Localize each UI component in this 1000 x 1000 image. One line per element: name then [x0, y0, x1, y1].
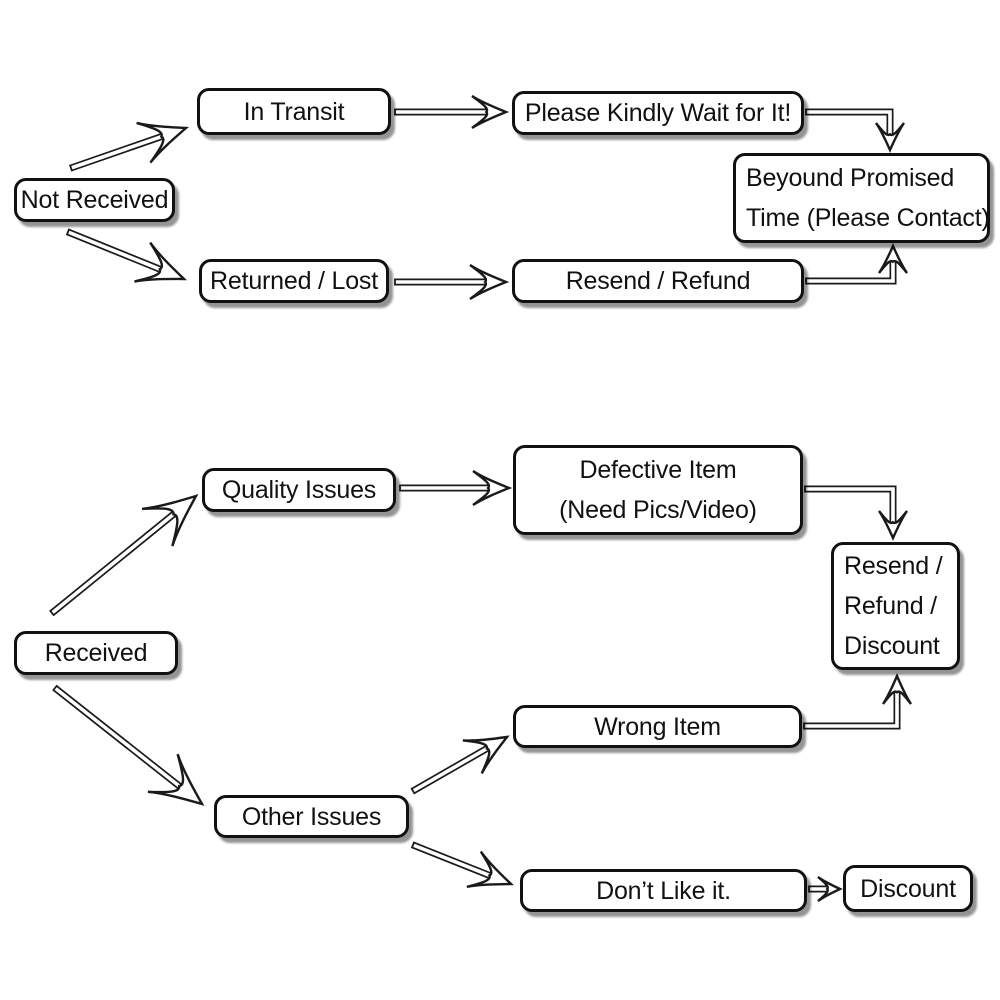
node-defective-item: Defective Item (Need Pics/Video)	[513, 445, 803, 535]
arrow-received-to-other-issues	[52, 684, 205, 806]
arrowhead-icon	[875, 122, 905, 153]
node-label: Quality Issues	[221, 476, 377, 504]
arrowhead-icon	[141, 494, 199, 547]
arrow-quality-issues-to-defective-item	[399, 469, 513, 507]
node-label: (Need Pics/Video)	[559, 496, 757, 524]
arrowhead-icon	[136, 121, 190, 164]
arrow-not-received-to-returned-lost	[65, 228, 187, 283]
node-label: Please Kindly Wait for It!	[524, 99, 792, 127]
arrowhead-icon	[134, 241, 187, 283]
arrow-dont-like-to-discount	[808, 876, 843, 902]
node-resend-refund: Resend / Refund	[512, 259, 804, 303]
node-resend-refund-discount: Resend / Refund / Discount	[831, 542, 960, 670]
arrow-received-to-quality-issues	[49, 494, 199, 617]
arrowhead-icon	[462, 735, 510, 774]
node-label: Resend /	[844, 552, 943, 580]
node-returned-lost: Returned / Lost	[199, 259, 389, 303]
node-label: Discount	[860, 874, 956, 903]
node-please-kindly-wait: Please Kindly Wait for It!	[512, 91, 804, 135]
arrow-other-issues-to-wrong-item	[410, 735, 510, 795]
node-discount: Discount	[843, 865, 973, 912]
node-label: Resend / Refund	[565, 267, 751, 295]
node-dont-like-it: Don’t Like it.	[520, 869, 807, 912]
arrow-resend-refund-to-beyond-promised	[805, 243, 908, 285]
arrowhead-icon	[466, 850, 514, 889]
arrowhead-icon	[469, 263, 510, 301]
arrow-please-wait-to-beyond-promised	[805, 108, 905, 153]
node-label: Discount	[844, 632, 940, 660]
node-label: Defective Item	[579, 456, 737, 484]
arrowhead-icon	[878, 243, 908, 274]
arrowhead-icon	[817, 876, 843, 902]
node-label: Not Received	[20, 186, 169, 214]
node-label: Don’t Like it.	[596, 876, 731, 905]
arrow-defective-item-to-rrd	[804, 485, 908, 541]
arrowhead-icon	[471, 94, 510, 130]
arrow-other-issues-to-dont-like	[410, 841, 514, 889]
arrow-not-received-to-in-transit	[69, 121, 190, 172]
node-label: Beyound Promised	[746, 164, 955, 192]
node-quality-issues: Quality Issues	[202, 468, 396, 512]
node-label: Other Issues	[241, 802, 382, 831]
node-label: Wrong Item	[594, 712, 721, 741]
arrowhead-icon	[147, 753, 205, 806]
node-not-received: Not Received	[14, 178, 175, 222]
node-received: Received	[14, 631, 178, 675]
node-label: Received	[44, 639, 148, 667]
node-label: Refund /	[844, 592, 937, 620]
node-in-transit: In Transit	[197, 88, 391, 135]
arrow-returned-lost-to-resend-refund	[394, 263, 510, 301]
arrowhead-icon	[878, 510, 908, 541]
node-label: Returned / Lost	[210, 267, 378, 295]
node-label: In Transit	[243, 97, 345, 126]
node-wrong-item: Wrong Item	[513, 705, 802, 748]
node-other-issues: Other Issues	[214, 795, 409, 838]
arrowhead-icon	[882, 672, 912, 705]
arrowhead-icon	[472, 469, 513, 507]
arrow-in-transit-to-please-wait	[394, 94, 510, 130]
node-label: Time (Please Contact)	[746, 204, 990, 232]
arrow-wrong-item-to-rrd	[803, 672, 912, 730]
